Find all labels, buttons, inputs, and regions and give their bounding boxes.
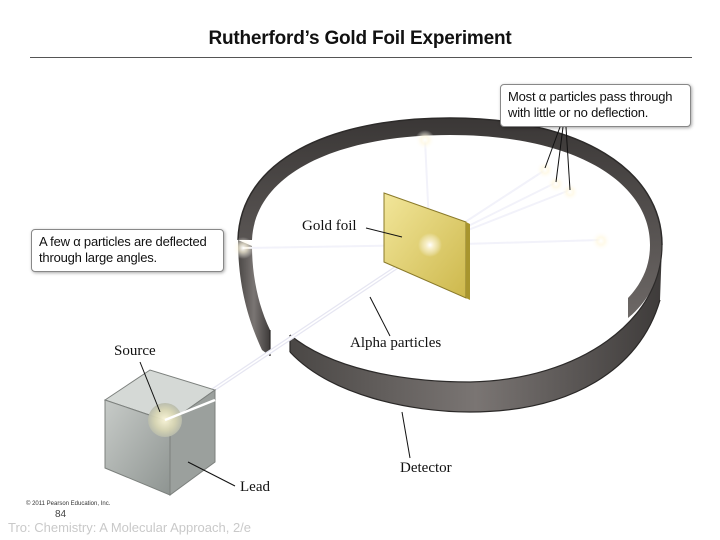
leader-lines <box>139 126 571 487</box>
lead-block <box>103 369 217 496</box>
callout-pass-through: Most α particles pass through with littl… <box>500 84 691 127</box>
callout-deflected-line-2: through large angles. <box>39 250 157 265</box>
label-detector: Detector <box>400 460 452 476</box>
callout-deflected-line-1: A few α particles are deflected <box>39 234 207 249</box>
citation: Tro: Chemistry: A Molecular Approach, 2/… <box>8 520 252 535</box>
slide-title: Rutherford’s Gold Foil Experiment <box>208 28 512 49</box>
copyright-notice: © 2011 Pearson Education, Inc. <box>26 501 111 507</box>
callout-deflected: A few α particles are deflected through … <box>31 229 224 272</box>
label-alpha-particles: Alpha particles <box>350 335 442 351</box>
callout-pass-through-line-1: Most α particles pass through <box>508 89 673 104</box>
label-gold-foil: Gold foil <box>302 218 357 234</box>
detector-ring <box>237 117 663 413</box>
title-divider <box>30 57 692 58</box>
callout-pass-through-line-2: with little or no deflection. <box>508 105 649 120</box>
page-number: 84 <box>55 509 67 520</box>
label-lead: Lead <box>240 479 270 495</box>
label-source: Source <box>114 343 156 359</box>
detector-flashes <box>232 130 611 259</box>
